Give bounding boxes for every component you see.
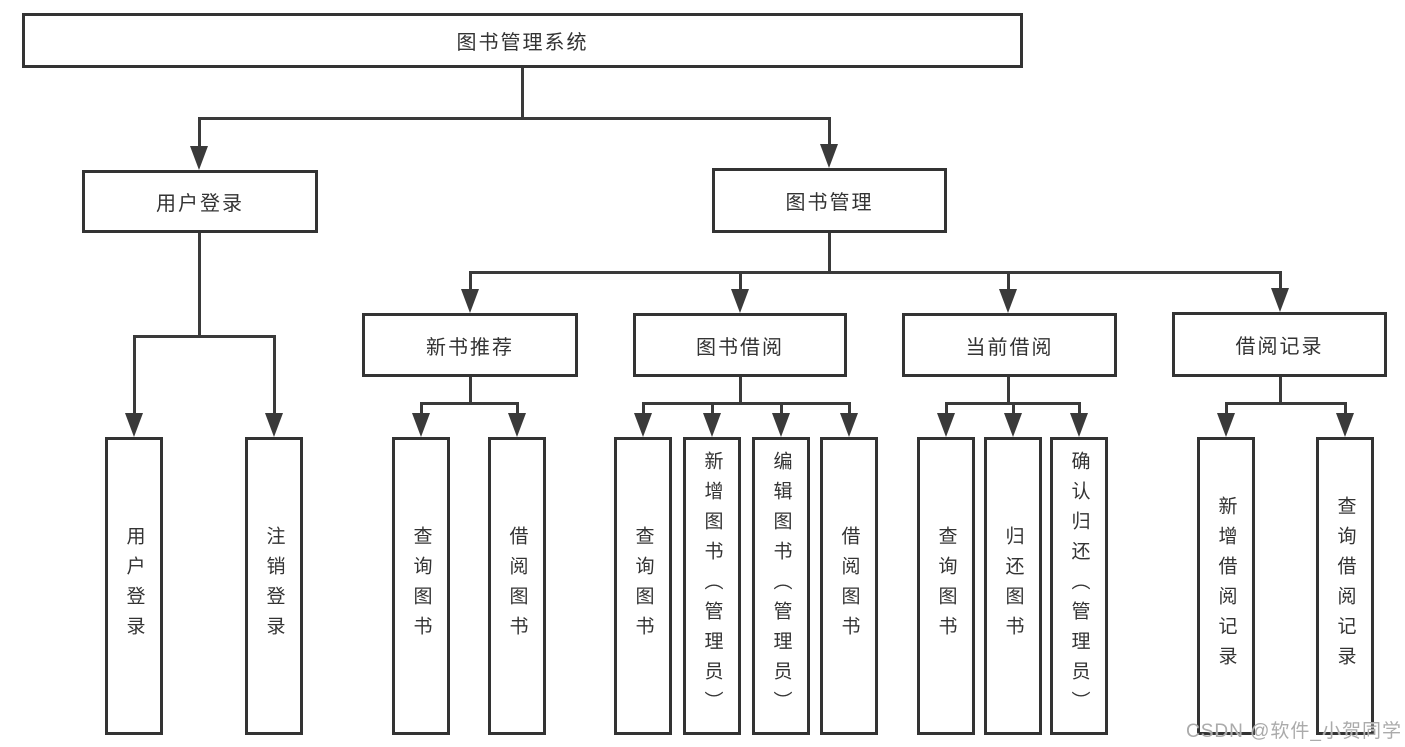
arrowhead-down-icon (125, 413, 143, 437)
connector-line-horizontal (944, 401, 1081, 405)
connector-line-vertical (1006, 271, 1010, 295)
watermark: CSDN @软件_小贺同学 (1186, 721, 1402, 742)
connector-line-vertical (827, 233, 831, 274)
connector-line-vertical (738, 377, 742, 405)
connector-line-vertical (1278, 271, 1282, 294)
leaf-add-borrow-record: 新增借阅记录 (1197, 437, 1255, 735)
arrowhead-down-icon (508, 413, 526, 437)
arrowhead-down-icon (412, 413, 430, 437)
connector-line-vertical (827, 118, 831, 150)
connector-line-vertical (520, 68, 524, 118)
connector-line-vertical (419, 403, 423, 419)
arrowhead-down-icon (1336, 413, 1354, 437)
connector-line-vertical (468, 377, 472, 405)
arrowhead-down-icon (999, 289, 1017, 313)
node-book-management: 图书管理 (712, 168, 947, 233)
connector-line-horizontal (468, 270, 1282, 274)
connector-line-vertical (197, 118, 201, 152)
connector-line-vertical (272, 336, 276, 419)
arrowhead-down-icon (731, 289, 749, 313)
leaf-query-books-borrowing: 查询图书 (614, 437, 672, 735)
leaf-borrow-books-recommend: 借阅图书 (488, 437, 546, 735)
node-book-management-system: 图书管理系统 (22, 13, 1023, 68)
arrowhead-down-icon (634, 413, 652, 437)
arrowhead-down-icon (820, 144, 838, 168)
leaf-return-books: 归还图书 (984, 437, 1042, 735)
leaf-add-books-admin: 新增图书（管理员） (683, 437, 741, 735)
connector-line-horizontal (419, 401, 519, 405)
arrowhead-down-icon (1271, 288, 1289, 312)
arrowhead-down-icon (703, 413, 721, 437)
connector-line-horizontal (132, 334, 276, 338)
connector-line-vertical (1006, 377, 1010, 405)
connector-line-vertical (1343, 403, 1347, 419)
arrowhead-down-icon (937, 413, 955, 437)
connector-line-horizontal (641, 401, 851, 405)
connector-line-vertical (468, 271, 472, 295)
connector-line-vertical (1077, 403, 1081, 419)
leaf-user-login: 用户登录 (105, 437, 163, 735)
connector-line-vertical (944, 403, 948, 419)
connector-line-vertical (1011, 403, 1015, 419)
leaf-confirm-return-admin: 确认归还（管理员） (1050, 437, 1108, 735)
leaf-borrow-books-borrowing: 借阅图书 (820, 437, 878, 735)
arrowhead-down-icon (1004, 413, 1022, 437)
arrowhead-down-icon (1217, 413, 1235, 437)
connector-line-vertical (197, 233, 201, 338)
leaf-query-books-current: 查询图书 (917, 437, 975, 735)
arrowhead-down-icon (772, 413, 790, 437)
connector-line-horizontal (1224, 401, 1347, 405)
arrowhead-down-icon (1070, 413, 1088, 437)
connector-line-vertical (847, 403, 851, 419)
connector-line-vertical (1278, 377, 1282, 405)
node-user-login: 用户登录 (82, 170, 318, 233)
leaf-query-borrow-record: 查询借阅记录 (1316, 437, 1374, 735)
connector-line-vertical (1224, 403, 1228, 419)
leaf-edit-books-admin: 编辑图书（管理员） (752, 437, 810, 735)
node-book-borrowing: 图书借阅 (633, 313, 847, 377)
node-current-borrowing: 当前借阅 (902, 313, 1117, 377)
node-borrowing-records: 借阅记录 (1172, 312, 1387, 377)
leaf-query-books-recommend: 查询图书 (392, 437, 450, 735)
connector-line-vertical (710, 403, 714, 419)
node-new-book-recommendation: 新书推荐 (362, 313, 578, 377)
connector-line-vertical (779, 403, 783, 419)
leaf-logout: 注销登录 (245, 437, 303, 735)
connector-line-horizontal (197, 116, 831, 120)
arrowhead-down-icon (461, 289, 479, 313)
arrowhead-down-icon (190, 146, 208, 170)
connector-line-vertical (738, 271, 742, 295)
connector-line-vertical (515, 403, 519, 419)
arrowhead-down-icon (840, 413, 858, 437)
arrowhead-down-icon (265, 413, 283, 437)
connector-line-vertical (132, 336, 136, 419)
connector-line-vertical (641, 403, 645, 419)
